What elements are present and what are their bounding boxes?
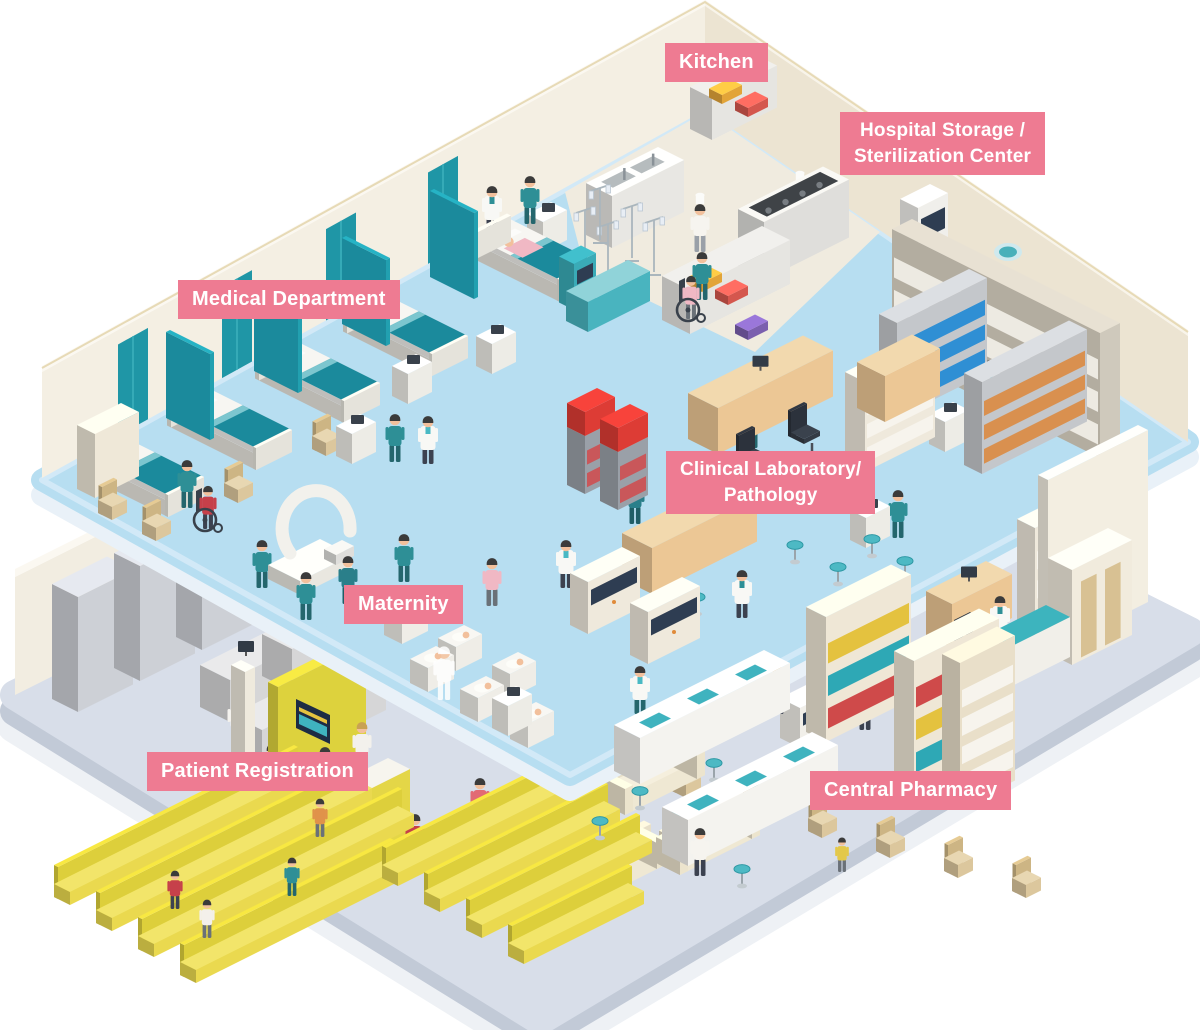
privacy-screen	[166, 330, 214, 440]
wall-vent-icon	[994, 243, 1022, 261]
iv-pole	[642, 216, 665, 276]
label-patient-registration: Patient Registration	[147, 752, 368, 791]
label-maternity: Maternity	[344, 585, 463, 624]
chef	[690, 192, 710, 252]
waiting-chair-row	[508, 864, 644, 964]
label-medical-department: Medical Department	[178, 280, 400, 319]
waiting-patient	[312, 798, 328, 837]
waiting-patient	[167, 870, 183, 909]
doctor	[630, 666, 650, 714]
label-central-pharmacy: Central Pharmacy	[810, 771, 1012, 810]
pharmacy-stool	[631, 786, 649, 811]
produce-crate	[715, 279, 748, 305]
monitor-cart	[336, 414, 376, 464]
label-clinical-line2: Pathology	[723, 484, 818, 506]
lab-stool	[863, 534, 881, 559]
ghost-figure	[433, 646, 455, 700]
incubator	[570, 547, 640, 634]
lab-desk	[857, 334, 940, 422]
c-arm-xray	[268, 484, 357, 595]
binder-shelf	[942, 626, 1015, 808]
waiting-chair-row	[382, 761, 568, 886]
blood-sample-fridge	[600, 404, 648, 510]
visitor	[690, 828, 710, 876]
exam-cabinet	[1048, 528, 1132, 665]
label-kitchen: Kitchen	[665, 43, 768, 82]
visitor-chair	[142, 498, 171, 541]
pharmacy-counter	[662, 732, 838, 866]
label-medical-text: Medical Department	[192, 288, 386, 310]
supply-cart	[492, 686, 532, 736]
pharmacy-counter	[614, 650, 790, 784]
baby-bassinet	[460, 676, 504, 722]
label-clinical-line1: Clinical Laboratory/	[680, 459, 862, 480]
visitor-chair	[224, 460, 253, 503]
produce-crate	[735, 314, 768, 340]
nurse	[394, 534, 414, 582]
label-clinical-laboratory: Clinical Laboratory/ Pathology	[666, 451, 876, 515]
label-pharmacy-text: Central Pharmacy	[824, 779, 998, 801]
monitor-cart	[392, 354, 432, 404]
wheelchair-patient	[192, 485, 223, 533]
office-chair	[788, 402, 820, 456]
doctor	[418, 416, 438, 464]
visitor-chair	[98, 477, 127, 520]
lab-desk	[688, 335, 833, 454]
pharmacy-stool	[705, 758, 723, 783]
radiology-staff	[252, 540, 272, 588]
medicine-shelf	[806, 564, 911, 742]
waiting-patient	[199, 899, 215, 938]
iv-pole	[588, 184, 611, 244]
radiology-staff	[296, 572, 316, 620]
carton-shelf	[964, 320, 1087, 474]
exam-couch	[566, 260, 650, 332]
label-kitchen-text: Kitchen	[679, 51, 754, 73]
waiting-chair-row	[180, 838, 406, 983]
wheelchair-patient	[675, 275, 706, 323]
information-display	[296, 699, 330, 744]
incubator	[630, 577, 700, 664]
privacy-screen	[430, 189, 478, 299]
waiting-chair-row	[466, 813, 652, 938]
nurse	[520, 176, 540, 224]
label-storage-line1: Hospital Storage /	[860, 120, 1026, 141]
label-registration-text: Patient Registration	[161, 760, 354, 782]
mother-with-baby	[482, 558, 502, 606]
label-maternity-text: Maternity	[358, 593, 449, 615]
label-storage-line2: Sterilization Center	[854, 145, 1032, 167]
lab-staff	[556, 540, 576, 588]
lab-staff	[732, 570, 752, 618]
storage-staff	[888, 490, 908, 538]
pharmacy-stool	[591, 816, 609, 841]
produce-crate	[735, 91, 768, 117]
waiting-chair-row	[424, 782, 620, 912]
pharmacy-stool	[733, 864, 751, 889]
child	[835, 837, 849, 872]
visitor-chair	[312, 413, 341, 456]
nurse	[692, 252, 712, 300]
ward-cabinet	[77, 403, 139, 498]
lab-stool	[829, 562, 847, 587]
monitor-cart	[476, 324, 516, 374]
waiting-patient	[284, 857, 300, 896]
nurse	[177, 460, 197, 508]
nurse	[385, 414, 405, 462]
kitchen-sink-unit	[586, 147, 684, 248]
lab-stool	[786, 540, 804, 565]
produce-crate	[709, 78, 742, 104]
label-hospital-storage: Hospital Storage / Sterilization Center	[840, 112, 1046, 176]
